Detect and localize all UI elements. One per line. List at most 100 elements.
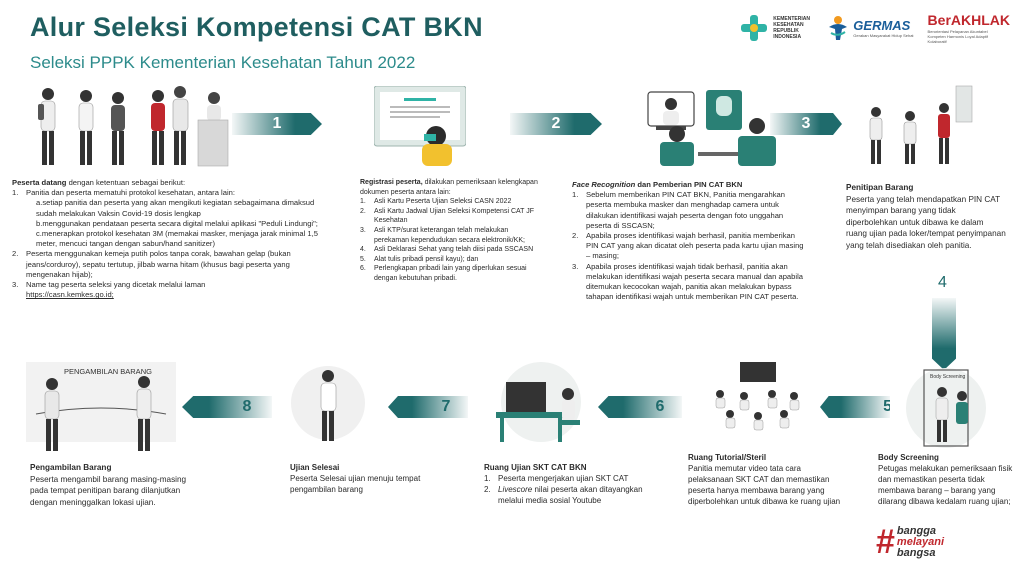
- list-item: c.menerapkan protokol kesehatan 3M (mema…: [36, 229, 318, 249]
- person-right-figure: [938, 103, 950, 164]
- person-3-figure: [111, 92, 125, 165]
- step-5-heading: Body Screening: [878, 453, 939, 462]
- list-item: 6.Perlengkapan pribadi lain yang diperlu…: [360, 265, 527, 282]
- step-number-4: 4: [938, 274, 947, 291]
- berakhlak-logo: BerAKHLAK Berorientasi Pelayanan Akuntab…: [928, 12, 1010, 44]
- person-4-figure: [151, 90, 165, 165]
- flow-arrow-4: [932, 298, 956, 370]
- list-item: 3.Asli KTP/surat keterangan telah melaku…: [360, 226, 525, 244]
- hashtag-line-1: bangga: [896, 524, 937, 537]
- bangga-melayani-bangsa-logo: # bangga melayani bangsa: [876, 525, 944, 559]
- step-4-body: Peserta yang telah mendapatkan PIN CAT m…: [846, 194, 1006, 250]
- pengambilan-sign: PENGAMBILAN BARANG: [64, 367, 152, 376]
- step-2-list: 1.Asli Kartu Peserta Ujian Seleksi CASN …: [360, 197, 538, 283]
- step-9-heading: Pengambilan Barang: [30, 463, 112, 472]
- germas-logo: GERMAS Gerakan Masyarakat Hidup Sehat: [827, 15, 914, 41]
- step-8-body: Peserta Selesai ujian menuju tempat peng…: [290, 474, 421, 494]
- step-5-body: Petugas melakukan pemeriksaan fisik dan …: [878, 464, 1013, 506]
- step-1-heading-rest: dengan ketentuan sebagai berikut:: [66, 178, 186, 187]
- flow-arrow-3: 3: [770, 113, 842, 135]
- body-screening-illustration: Body Screening: [906, 368, 986, 448]
- step-6-body: Panitia memutar video tata cara pelaksan…: [688, 464, 841, 506]
- step-1-heading: Peserta datang: [12, 178, 67, 187]
- step-number-2: 2: [551, 115, 561, 132]
- list-item: b.menggunakan pendataan peserta secara d…: [36, 218, 318, 228]
- body-screening-sign: Body Screening: [930, 374, 966, 380]
- list-item: a.setiap panitia dan peserta yang akan m…: [36, 198, 315, 218]
- flow-arrow-5: 5: [820, 396, 890, 418]
- hashtag-line-3: bangsa: [896, 546, 936, 559]
- list-item: 1.Panitia dan peserta mematuhi protokol …: [12, 188, 235, 198]
- logo-bar: KEMENTERIAN KESEHATAN REPUBLIK INDONESIA…: [739, 12, 1010, 44]
- step-2-heading: Registrasi peserta,: [360, 179, 423, 186]
- person-2-figure: [78, 90, 94, 165]
- step-1-list: 1.Panitia dan peserta mematuhi protokol …: [12, 188, 330, 290]
- person-left-figure: [869, 107, 883, 164]
- flow-arrow-2: 2: [510, 113, 602, 135]
- step-6-heading: Ruang Tutorial/Steril: [688, 453, 767, 462]
- step-7-list: 1.Peserta mengerjakan ujian SKT CAT 2.Li…: [484, 473, 660, 506]
- list-item: 3.Apabila proses identifikasi wajah tida…: [572, 261, 803, 302]
- step-7-text: Ruang Ujian SKT CAT BKN 1.Peserta menger…: [484, 462, 660, 506]
- face-recognition-illustration: [647, 90, 776, 166]
- kemenkes-emblem-icon: [741, 15, 768, 41]
- step-9-body: Peserta mengambil barang masing-masing p…: [30, 474, 187, 507]
- step-number-6: 6: [655, 398, 665, 415]
- list-item: 2.Asli Kartu Jadwal Ujian Seleksi Kompet…: [360, 207, 535, 225]
- list-item: 4.Asli Deklarasi Sehat yang telah diisi …: [360, 246, 534, 254]
- list-item: 3.Name tag peserta seleksi yang dicetak …: [12, 280, 206, 290]
- step-2-text: Registrasi peserta, dilakukan pemeriksaa…: [360, 178, 538, 284]
- kemenkes-logo: KEMENTERIAN KESEHATAN REPUBLIK INDONESIA: [739, 13, 813, 43]
- officer-figure: [172, 86, 189, 165]
- step-7-heading: Ruang Ujian SKT CAT BKN: [484, 463, 587, 472]
- germas-subtext: Gerakan Masyarakat Hidup Sehat: [853, 33, 914, 38]
- list-item: 1.Sebelum memberikan PIN CAT BKN, Paniti…: [572, 190, 785, 230]
- list-item: 2.Livescore nilai peserta akan ditayangk…: [484, 485, 643, 505]
- penitipan-barang-illustration: [869, 85, 973, 164]
- person-right-figure: [136, 376, 152, 451]
- casn-link[interactable]: https://casn.kemkes.go.id;: [26, 290, 114, 300]
- germas-figure-icon: [829, 16, 848, 40]
- list-item: 2.Peserta menggunakan kemeja putih polos…: [12, 249, 291, 279]
- step-number-5: 5: [883, 398, 892, 415]
- step-4-heading: Penitipan Barang: [846, 183, 914, 192]
- step-number-1: 1: [272, 115, 282, 132]
- person-1-figure: [38, 88, 56, 165]
- ujian-selesai-illustration: [291, 366, 365, 441]
- list-item: 5.Alat tulis pribadi pensil kayu); dan: [360, 255, 479, 263]
- desk-officer-figure: [197, 92, 229, 167]
- flow-arrow-8: 8: [182, 396, 272, 418]
- step-8-text: Ujian Selesai Peserta Selesai ujian menu…: [290, 462, 430, 495]
- flow-arrow-1: 1: [232, 113, 322, 135]
- list-item: 2.Apabila proses identifikasi wajah berh…: [572, 231, 804, 261]
- registrasi-illustration: [374, 86, 466, 166]
- berakhlak-text: BerAKHLAK: [927, 12, 1010, 28]
- page-subtitle: Seleksi PPPK Kementerian Kesehatan Tahun…: [30, 53, 416, 72]
- berakhlak-subtext: Berorientasi Pelayanan Akuntabel Kompete…: [927, 29, 989, 44]
- ruang-ujian-illustration: [496, 362, 581, 442]
- flow-arrow-7: 7: [388, 396, 468, 418]
- step-4-text: Penitipan Barang Peserta yang telah mend…: [846, 182, 1006, 252]
- step-9-text: Pengambilan Barang Peserta mengambil bar…: [30, 462, 190, 508]
- person-left-figure: [44, 378, 60, 451]
- peserta-datang-illustration: [38, 86, 229, 167]
- step-3-heading-rest: dan Pemberian PIN CAT BKN: [635, 180, 743, 189]
- kemenkes-text: KEMENTERIAN KESEHATAN REPUBLIK INDONESIA: [773, 16, 810, 40]
- step-3-list: 1.Sebelum memberikan PIN CAT BKN, Paniti…: [572, 190, 804, 302]
- germas-text: GERMAS: [853, 18, 911, 33]
- step-1-text: Peserta datang dengan ketentuan sebagai …: [12, 178, 330, 300]
- flow-arrow-6: 6: [598, 396, 682, 418]
- hashtag-line-2: melayani: [896, 535, 945, 548]
- step-8-heading: Ujian Selesai: [290, 463, 340, 472]
- pengambilan-barang-illustration: PENGAMBILAN BARANG: [26, 362, 176, 451]
- step-5-text: Body Screening Petugas melakukan pemerik…: [878, 452, 1018, 507]
- ruang-tutorial-illustration: [715, 362, 800, 431]
- step-6-text: Ruang Tutorial/Steril Panitia memutar vi…: [688, 452, 848, 507]
- step-number-3: 3: [801, 115, 811, 132]
- step-number-7: 7: [441, 398, 451, 415]
- list-item: 1.Asli Kartu Peserta Ujian Seleksi CASN …: [360, 198, 512, 206]
- step-number-8: 8: [242, 398, 252, 415]
- page-title: Alur Seleksi Kompetensi CAT BKN: [30, 12, 483, 42]
- step-3-text: Face Recognition dan Pemberian PIN CAT B…: [572, 180, 804, 302]
- hashtag-icon: #: [876, 523, 895, 561]
